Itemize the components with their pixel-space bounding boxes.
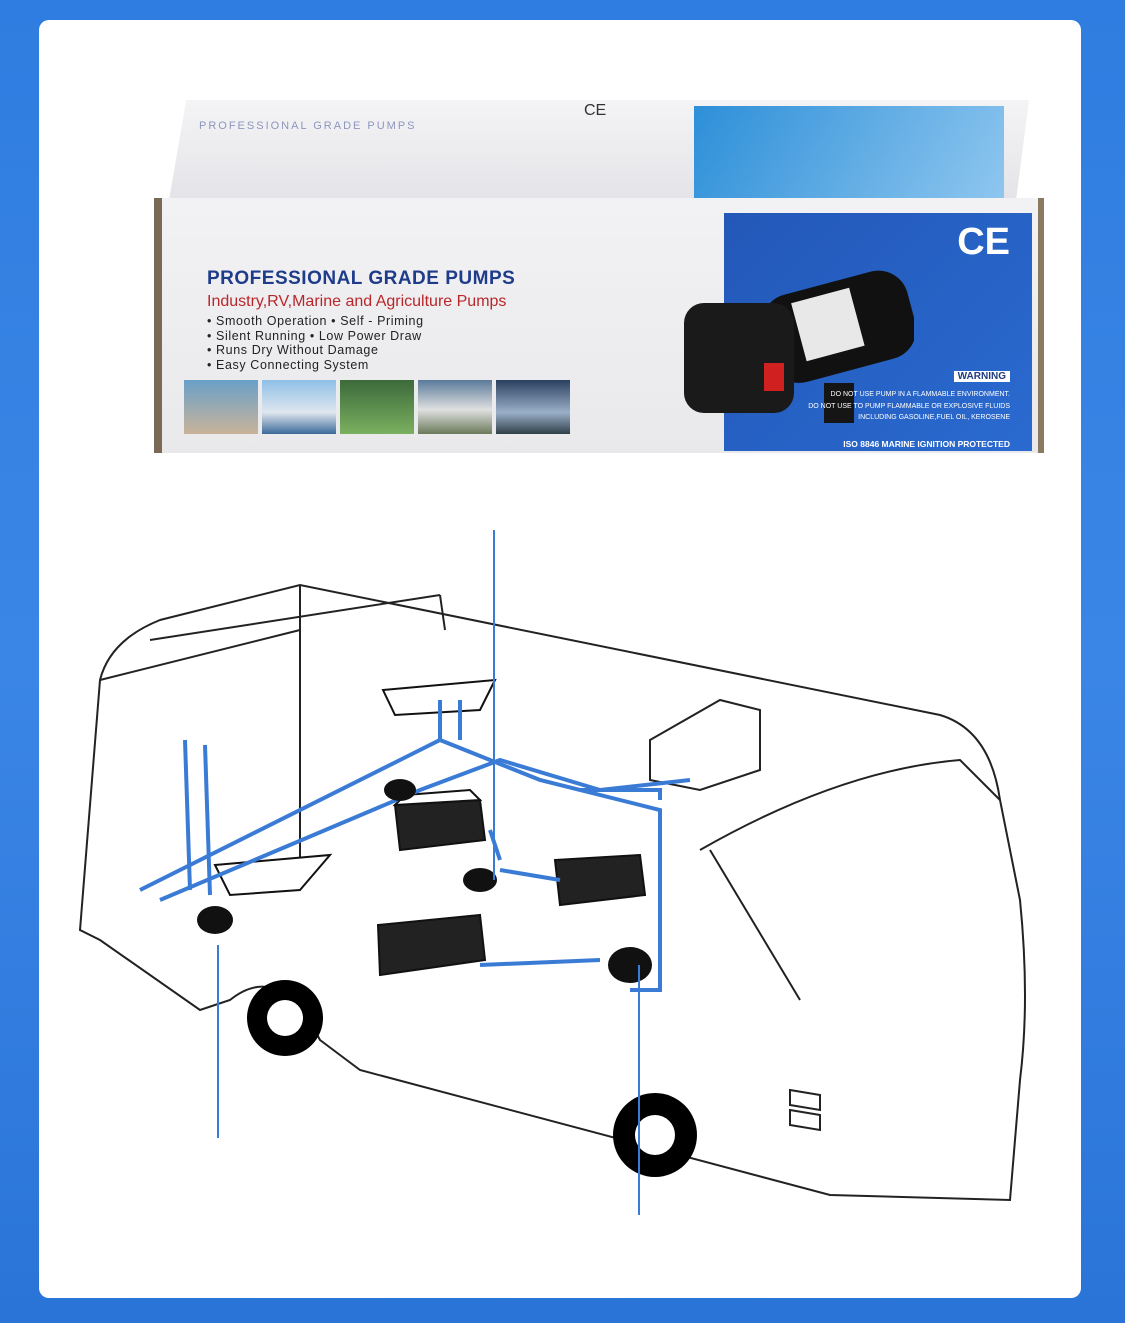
box-top-ce-mark: CE <box>584 102 607 119</box>
box-top-face: PROFESSIONAL GRADE PUMPS CE <box>169 100 1029 200</box>
warning-line: DO NOT USE PUMP IN A FLAMMABLE ENVIRONME… <box>830 391 1010 398</box>
wheels <box>247 980 697 1177</box>
warning-line: INCLUDING GASOLINE,FUEL OIL, KEROSENE <box>858 414 1010 421</box>
pump-image <box>684 270 914 423</box>
photo-sprinkler <box>340 380 414 434</box>
box-top-water-image <box>694 106 1004 198</box>
product-card: PROFESSIONAL GRADE PUMPS CE PROFESSIONAL… <box>39 20 1081 1298</box>
warning-line: DO NOT USE TO PUMP FLAMMABLE OR EXPLOSIV… <box>808 403 1010 410</box>
certification-text: ISO 8846 MARINE IGNITION PROTECTED <box>843 439 1010 449</box>
photo-rv <box>418 380 492 434</box>
feature-line: • Silent Running • Low Power Draw <box>207 329 422 343</box>
feature-line: • Smooth Operation • Self - Priming <box>207 314 424 328</box>
photo-yacht <box>262 380 336 434</box>
box-top-title: PROFESSIONAL GRADE PUMPS <box>199 120 417 132</box>
feature-line: • Easy Connecting System <box>207 358 369 372</box>
warning-label: WARNING <box>953 371 1010 382</box>
rv-outline <box>78 583 1026 1202</box>
water-tanks <box>213 678 647 977</box>
pump-panel: CE WARNING DO NOT USE PUMP IN A FLAMMABL… <box>684 213 1032 451</box>
photo-boat <box>496 380 570 434</box>
callout-lines <box>217 530 640 1215</box>
pumps <box>197 779 652 983</box>
water-pipes <box>139 700 691 992</box>
feature-line: • Runs Dry Without Damage <box>207 343 379 357</box>
application-photos <box>184 380 570 434</box>
ce-mark: CE <box>957 221 1010 263</box>
box-subtitle: Industry,RV,Marine and Agriculture Pumps <box>207 293 507 310</box>
box-front-face: PROFESSIONAL GRADE PUMPS Industry,RV,Mar… <box>154 198 1044 453</box>
photo-person <box>184 380 258 434</box>
box-title: PROFESSIONAL GRADE PUMPS <box>207 268 516 289</box>
